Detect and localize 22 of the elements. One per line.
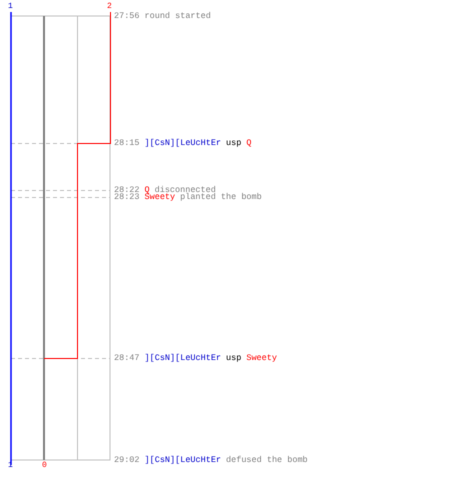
event-time: 28:22 (114, 185, 140, 195)
event-time: 27:56 (114, 11, 140, 21)
player-name: Q (246, 138, 252, 148)
player-name: ][CsN][LeUcHtEr (144, 353, 222, 363)
player-name: Q (144, 185, 150, 195)
event-time: 29:02 (114, 455, 140, 465)
weapon-name: usp (226, 138, 242, 148)
player-name: ][CsN][LeUcHtEr (144, 138, 222, 148)
axis-tick-label: 0 (42, 461, 47, 470)
player-name: ][CsN][LeUcHtEr (144, 455, 222, 465)
axis-tick-label: 1 (8, 2, 13, 11)
event-text: planted the bomb (180, 192, 262, 202)
event-text: round started (144, 11, 211, 21)
event-time: 28:47 (114, 353, 140, 363)
event-time: 28:23 (114, 192, 140, 202)
axis-tick-label: 1 (8, 461, 13, 470)
event-time: 28:15 (114, 138, 140, 148)
player-name: Sweety (144, 192, 176, 202)
player-name: Sweety (246, 353, 277, 363)
weapon-name: usp (226, 353, 242, 363)
event-text: defused the bomb (226, 455, 308, 465)
axis-tick-label: 2 (107, 2, 112, 11)
